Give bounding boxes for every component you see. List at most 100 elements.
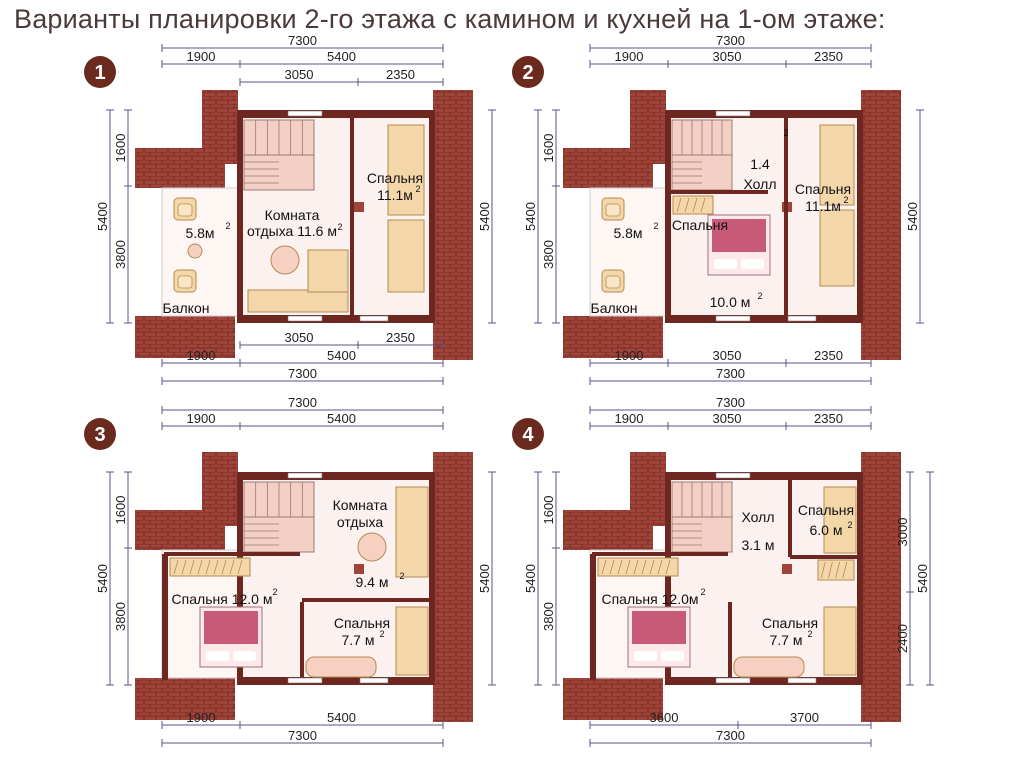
dim-bot-total: 7300: [288, 728, 317, 743]
roof-right: [861, 90, 901, 360]
dim-bot-total: 7300: [288, 366, 317, 381]
page-title: Варианты планировки 2-го этажа с камином…: [14, 4, 886, 34]
sofa-icon: [307, 249, 349, 293]
wall-left-ext: [162, 554, 168, 680]
bed-icon: [823, 606, 857, 676]
dim-bot-2: 3700: [790, 710, 819, 725]
wall-top: [665, 110, 863, 118]
dim-bot-1: 3600: [650, 710, 679, 725]
bed-icon: [819, 124, 855, 206]
wall-right: [429, 472, 435, 685]
wall-bottom: [665, 315, 863, 323]
room-balcony-area-sup: 2: [653, 221, 658, 231]
small-label: 2: [783, 128, 788, 138]
dim-left-1: 1600: [541, 134, 556, 163]
dim-top-total: 7300: [716, 395, 745, 410]
room-balcony-name: Балкон: [163, 300, 210, 316]
wall-top: [665, 472, 863, 480]
stairs-icon: [243, 119, 315, 191]
room-bedroom2-area-sup: 2: [700, 587, 705, 597]
dim-top-2: 3050: [713, 411, 742, 426]
room-bedroom-name: Спальня: [367, 170, 423, 186]
dim-top-1: 1900: [615, 411, 644, 426]
fireplace-icon: [354, 202, 364, 212]
dim-top-total: 7300: [288, 395, 317, 410]
window: [287, 110, 323, 117]
wardrobe-icon: [672, 195, 714, 215]
window: [715, 315, 751, 322]
room-lounge-name: Комната: [333, 497, 388, 513]
window: [715, 677, 751, 684]
dim-right-1: 3000: [895, 518, 910, 547]
table-icon: [270, 245, 300, 275]
dim-top-4: 2350: [386, 67, 415, 82]
dim-bot-4: 5400: [327, 348, 356, 363]
room-bedroom3-area: 7.7 м: [770, 632, 803, 648]
fireplace-icon: [782, 564, 792, 574]
room-bedroom3-name: Спальня: [762, 615, 818, 631]
stairs-icon: [671, 119, 733, 191]
dim-right-total: 5400: [905, 202, 920, 231]
plan-number: 2: [522, 62, 533, 84]
room-bedroom-name: Спальня: [795, 181, 851, 197]
dim-bot-1: 1900: [187, 710, 216, 725]
room-hall-name: Холл: [742, 509, 775, 525]
room-bedroom-name: Спальня 12.0 м: [172, 591, 273, 607]
wall-right: [857, 110, 863, 323]
room-lounge-name2: отдыха: [337, 514, 384, 530]
wall-bottom-left: [563, 316, 663, 358]
window: [287, 472, 323, 479]
dim-top-2: 3050: [713, 49, 742, 64]
dim-left-total: 5400: [523, 564, 538, 593]
dim-right-total: 5400: [477, 564, 492, 593]
dim-left-1: 1600: [113, 496, 128, 525]
window: [359, 677, 389, 684]
wall-right: [429, 110, 435, 323]
room-hall-name: Холл: [744, 176, 777, 192]
plan-badge: [84, 418, 116, 450]
window: [787, 677, 817, 684]
table-icon: [187, 243, 203, 259]
dim-left-2: 3800: [113, 240, 128, 269]
dim-right-total: 5400: [915, 564, 930, 593]
dim-bot-1: 1900: [187, 348, 216, 363]
roof-right: [861, 452, 901, 722]
room-balcony-area-sup: 2: [225, 221, 230, 231]
wardrobe-icon: [597, 557, 679, 577]
dim-left-2: 3800: [541, 240, 556, 269]
plan-number: 4: [522, 424, 534, 446]
bed-icon: [387, 219, 425, 293]
dim-top-1: 1900: [615, 49, 644, 64]
dim-left-1: 1600: [113, 134, 128, 163]
fireplace-icon: [354, 564, 364, 574]
bed-icon: [387, 124, 425, 216]
plan-badge: [512, 418, 544, 450]
dim-bot-3: 2350: [814, 348, 843, 363]
room-bedroom-name: Спальня: [798, 502, 854, 518]
window: [787, 315, 817, 322]
sofa-icon: [395, 486, 429, 578]
room-balcony-area: 5.8м: [613, 225, 642, 241]
room-balcony-name: Балкон: [591, 300, 638, 316]
room-lounge-area: отдыха 11.6 м: [247, 223, 337, 239]
dim-bot-3: 2350: [386, 330, 415, 345]
dim-left-total: 5400: [95, 564, 110, 593]
dim-top-total: 7300: [716, 33, 745, 48]
wall-right: [857, 472, 863, 685]
dim-right-2: 2400: [895, 624, 910, 653]
dim-right-total: 5400: [477, 202, 492, 231]
room-lounge-area: 9.4 м: [356, 574, 389, 590]
dim-top-3: 2350: [814, 49, 843, 64]
room-hall-area: 3.1 м: [742, 537, 775, 553]
dim-left-1: 1600: [541, 496, 556, 525]
dim-top-1: 1900: [187, 411, 216, 426]
room-bedroom-area: 6.0 м: [810, 522, 843, 538]
window: [359, 315, 389, 322]
window: [287, 315, 323, 322]
room-bedroom2-name: Спальня: [334, 615, 390, 631]
room-hall-area: 1.4: [750, 156, 770, 172]
room-lounge-name: Комната: [265, 207, 320, 223]
dim-left-total: 5400: [523, 202, 538, 231]
